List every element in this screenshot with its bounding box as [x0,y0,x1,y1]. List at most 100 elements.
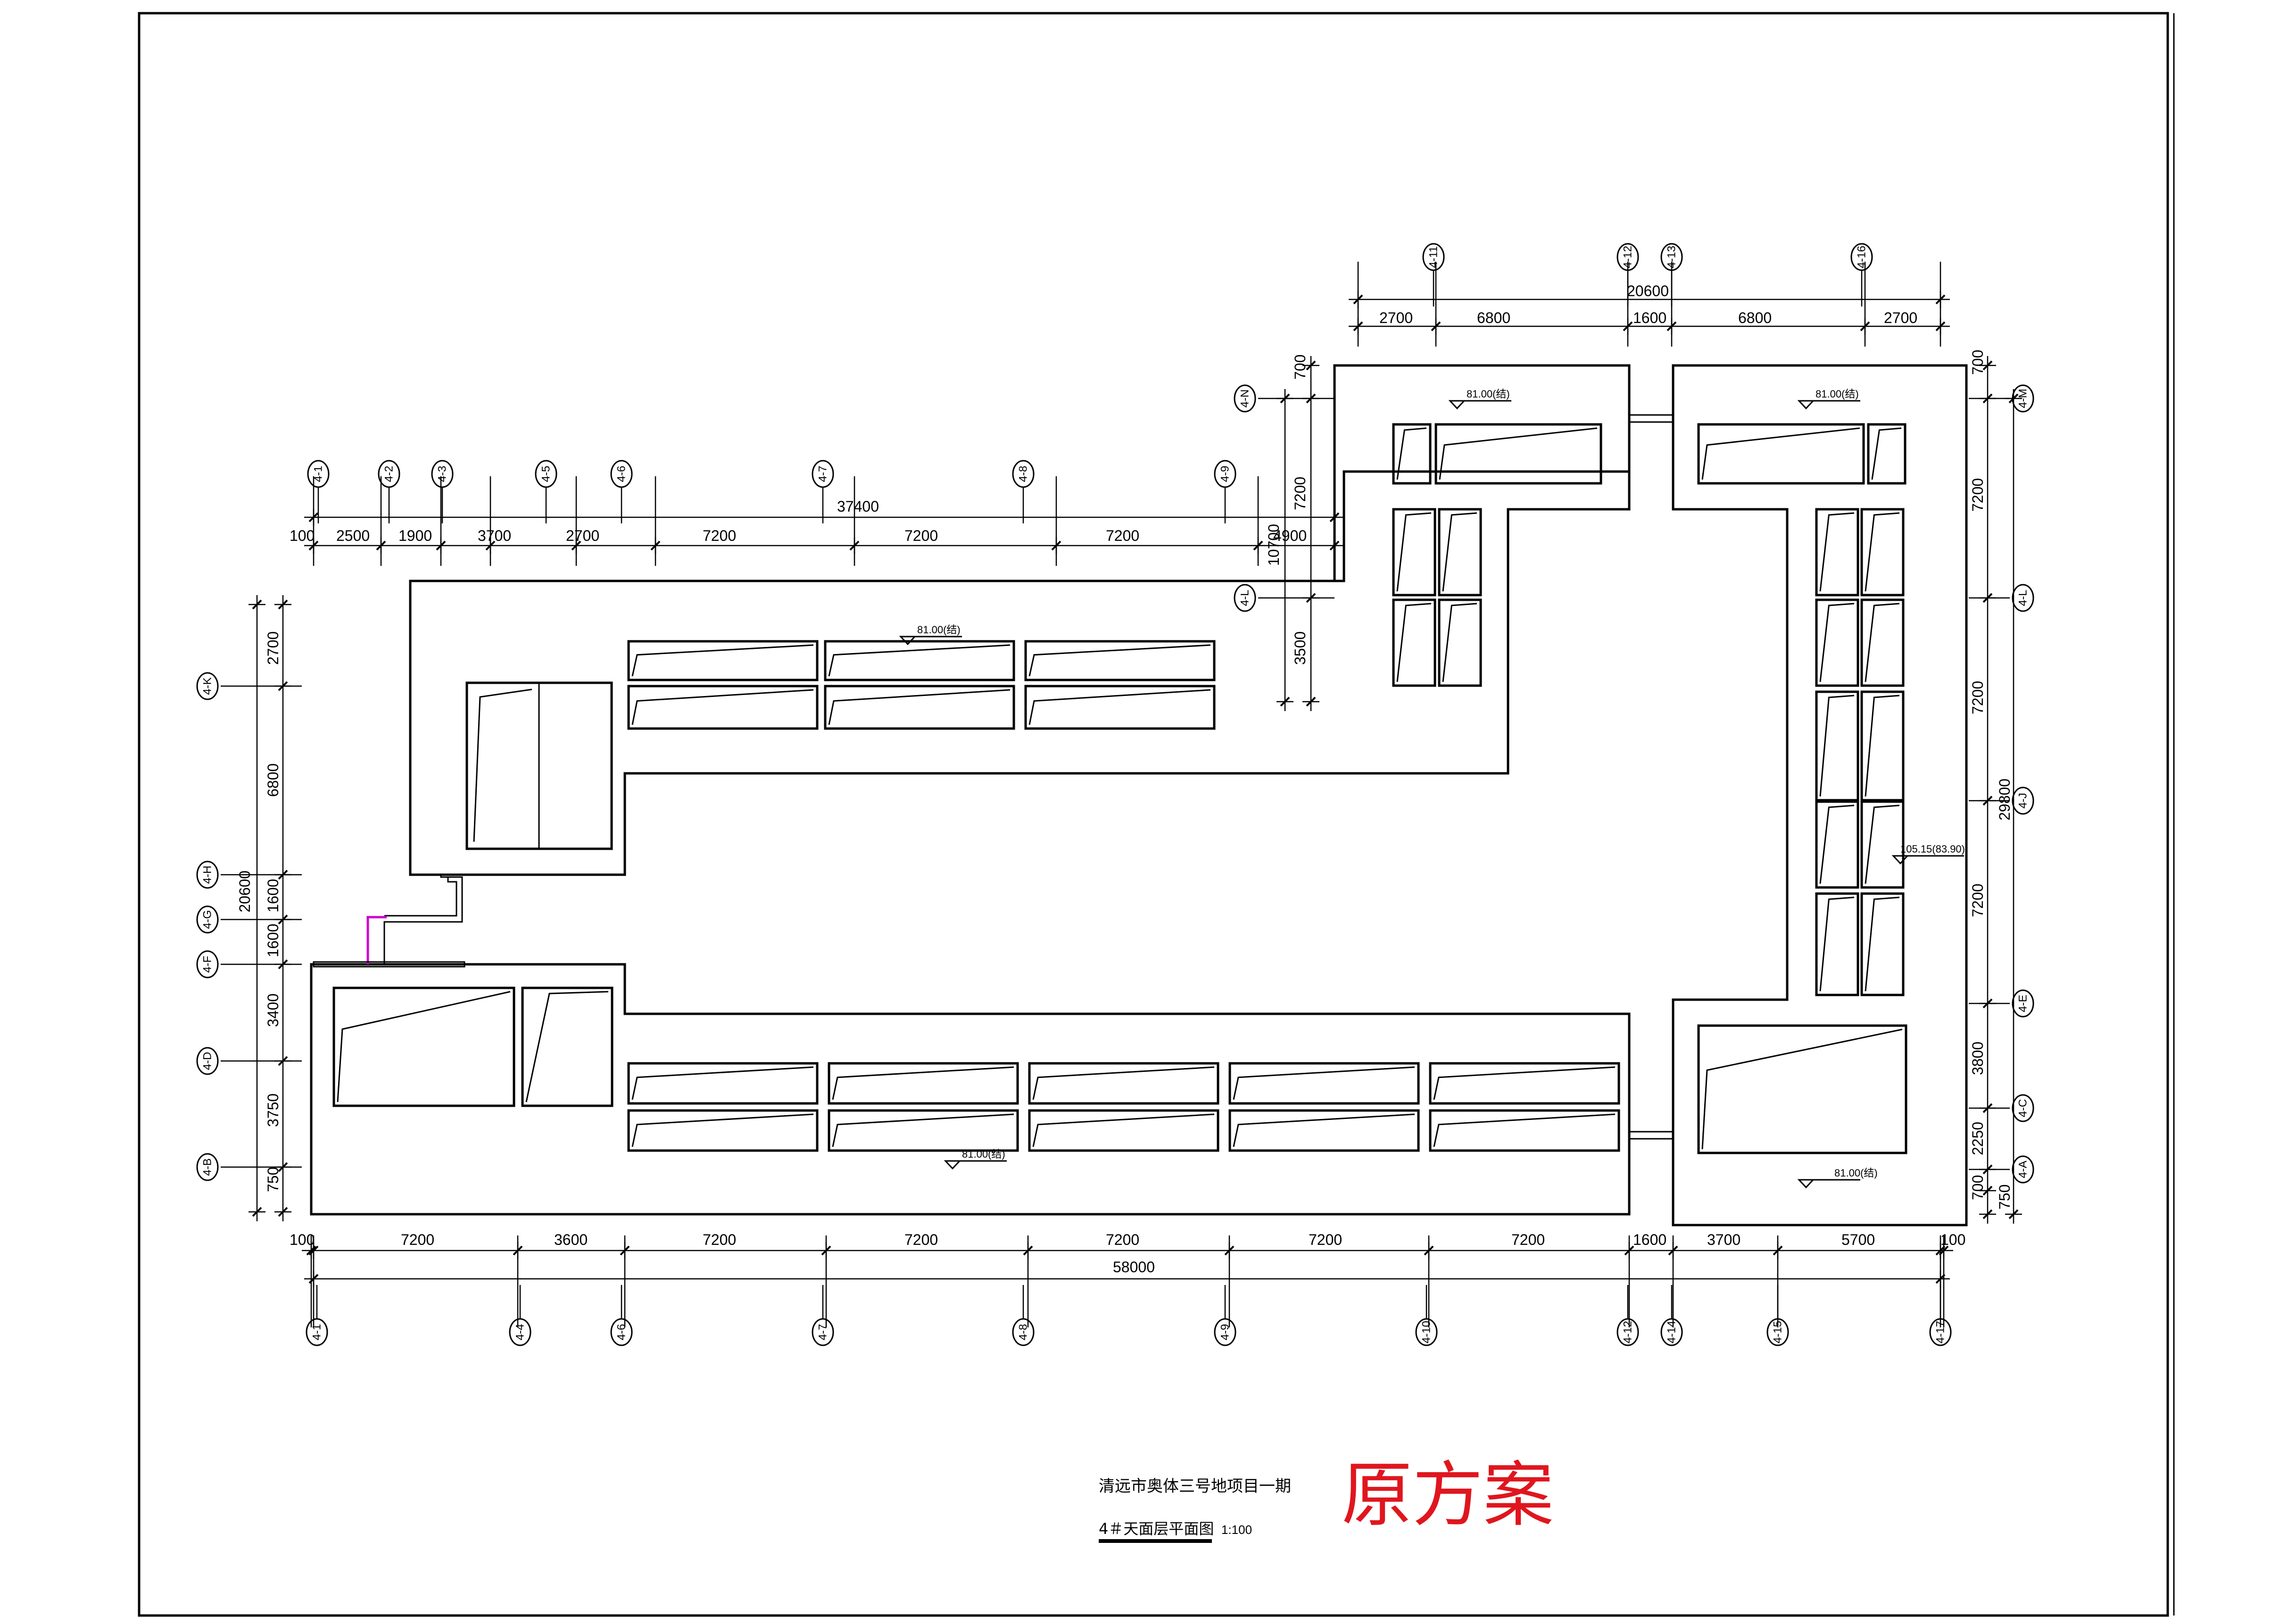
sheet-title: 4＃天面层平面图 [1099,1520,1214,1538]
solar-panel [1392,598,1436,687]
grid-label: 4-1 [312,466,325,482]
solar-panel [1815,508,1859,597]
elevation-triangle [1797,400,1860,410]
dimension-texts: 37400 100 2500 1900 3700 2700 7200 7200 … [236,282,2013,1276]
grid-bubble: 4-G [196,905,219,934]
grid-label: 4-9 [1219,1324,1232,1341]
dim-top: 3700 [478,527,511,544]
solar-panel [824,685,1015,730]
grid-bubble: 4-1 [306,1318,328,1346]
grid-bubble: 4-8 [1012,1318,1035,1346]
grid-bubble: 4-7 [812,460,834,488]
dim-left: 1600 [265,879,282,912]
solar-panel [1392,508,1436,597]
grid-bubble: 4-12 [1616,243,1639,271]
grid-bubble: 4-6 [610,460,633,488]
grid-label: 4-K [201,677,214,695]
dim-mid: 700 [1292,355,1309,380]
grid-label: 4-7 [817,466,829,482]
solar-panel [1024,640,1216,681]
grid-bubble: 4-L [1234,584,1256,612]
grid-bubble: 4-A [2012,1155,2034,1184]
solar-panel [1815,690,1859,802]
grid-bubble: 4-7 [812,1318,834,1346]
elevation-marks: 81.00(结) 81.00(结) 81.00(结) 81.00(结) 81.0… [899,388,1965,1189]
dimension-line [304,537,1344,554]
dim-left: 3750 [265,1094,282,1127]
grid-label: 4-9 [1219,466,1232,482]
solar-panel [1028,1062,1219,1105]
solar-panel [627,685,819,730]
solar-panel [1860,690,1905,802]
grid-bubble: 4-8 [1012,460,1035,488]
grid-label: 4-D [201,1052,214,1070]
grid-bubble: 4-15 [1766,1318,1789,1346]
west-upper-wing [409,364,1631,876]
grid-bubble: 4-H [196,861,219,889]
grid-bubble: 4-16 [1850,243,1873,271]
dimension-lines [249,262,2022,1327]
grid-label: 4-2 [383,466,396,482]
grid-bubble: 4-6 [610,1318,633,1346]
elevation-label: 81.00(结) [1815,388,1859,400]
grid-label: 4-12 [1622,246,1634,268]
dim-ne: 6800 [1738,309,1772,326]
solar-panel [1228,1062,1420,1105]
grid-label: 4-3 [436,466,449,482]
grid-bubble: 4-F [196,950,219,978]
solar-panel [332,986,515,1107]
dim-ne: 6800 [1477,309,1510,326]
dim-ne: 2700 [1884,309,1917,326]
ledge [313,961,465,968]
dim-ne-total: 20600 [1627,282,1669,299]
grid-label: 4-11 [1427,246,1440,268]
dim-bottom: 7200 [703,1231,736,1248]
dim-bottom-left-gap: 100 [290,1231,315,1248]
dim-ne: 2700 [1379,309,1413,326]
grid-bubble: 4-12 [1616,1318,1639,1346]
grid-bubble: 4-E [2012,989,2034,1018]
grid-bubble: 4-N [1234,384,1256,413]
solar-panel [1815,892,1859,996]
solar-panel [1429,1109,1620,1152]
grid-label: 4-17 [1934,1321,1947,1343]
dim-left-total: 20600 [236,870,253,912]
panel-diagonal [473,688,532,842]
grid-label: 4-8 [1017,466,1030,482]
solar-panel [828,1062,1019,1105]
grid-bubble: 4-13 [1660,243,1683,271]
dim-left: 2700 [265,631,282,665]
grid-bubble: 4-2 [378,460,400,488]
solar-panel [1438,598,1482,687]
elevation-label: 81.00(结) [1834,1167,1878,1179]
solar-panel [627,640,819,681]
scheme-stamp: 原方案 [1342,1454,1554,1536]
project-title: 清远市奥体三号地项目一期 [1099,1477,1291,1496]
dim-top: 4900 [1273,527,1307,544]
dim-bottom: 5700 [1841,1231,1875,1248]
grid-bubble: 4-D [196,1047,219,1075]
grid-label: 4-15 [1772,1321,1784,1343]
grid-label: 4-13 [1666,246,1678,268]
grid-label: 4-14 [1666,1321,1678,1343]
grid-bubble: 4-11 [1422,243,1445,271]
dim-left: 6800 [265,763,282,797]
solar-panel [1867,423,1906,485]
grid-bubble: 4-B [196,1153,219,1181]
solar-panel [627,1062,819,1105]
sheet-scale: 1:100 [1221,1523,1252,1537]
dim-top: 2700 [566,527,599,544]
dim-left: 3400 [265,994,282,1027]
grid-label: 4-H [201,866,214,884]
dim-mid: 3500 [1292,631,1309,665]
stair-link-accent [366,916,387,964]
dim-ne: 1600 [1633,309,1666,326]
upper-wing-outline [409,364,1631,876]
grid-label: 4-6 [615,1324,628,1341]
dim-left: 1600 [265,924,282,957]
solar-panel [824,640,1015,681]
grid-bubble: 4-3 [431,460,454,488]
dim-right: 3800 [1969,1042,1986,1075]
